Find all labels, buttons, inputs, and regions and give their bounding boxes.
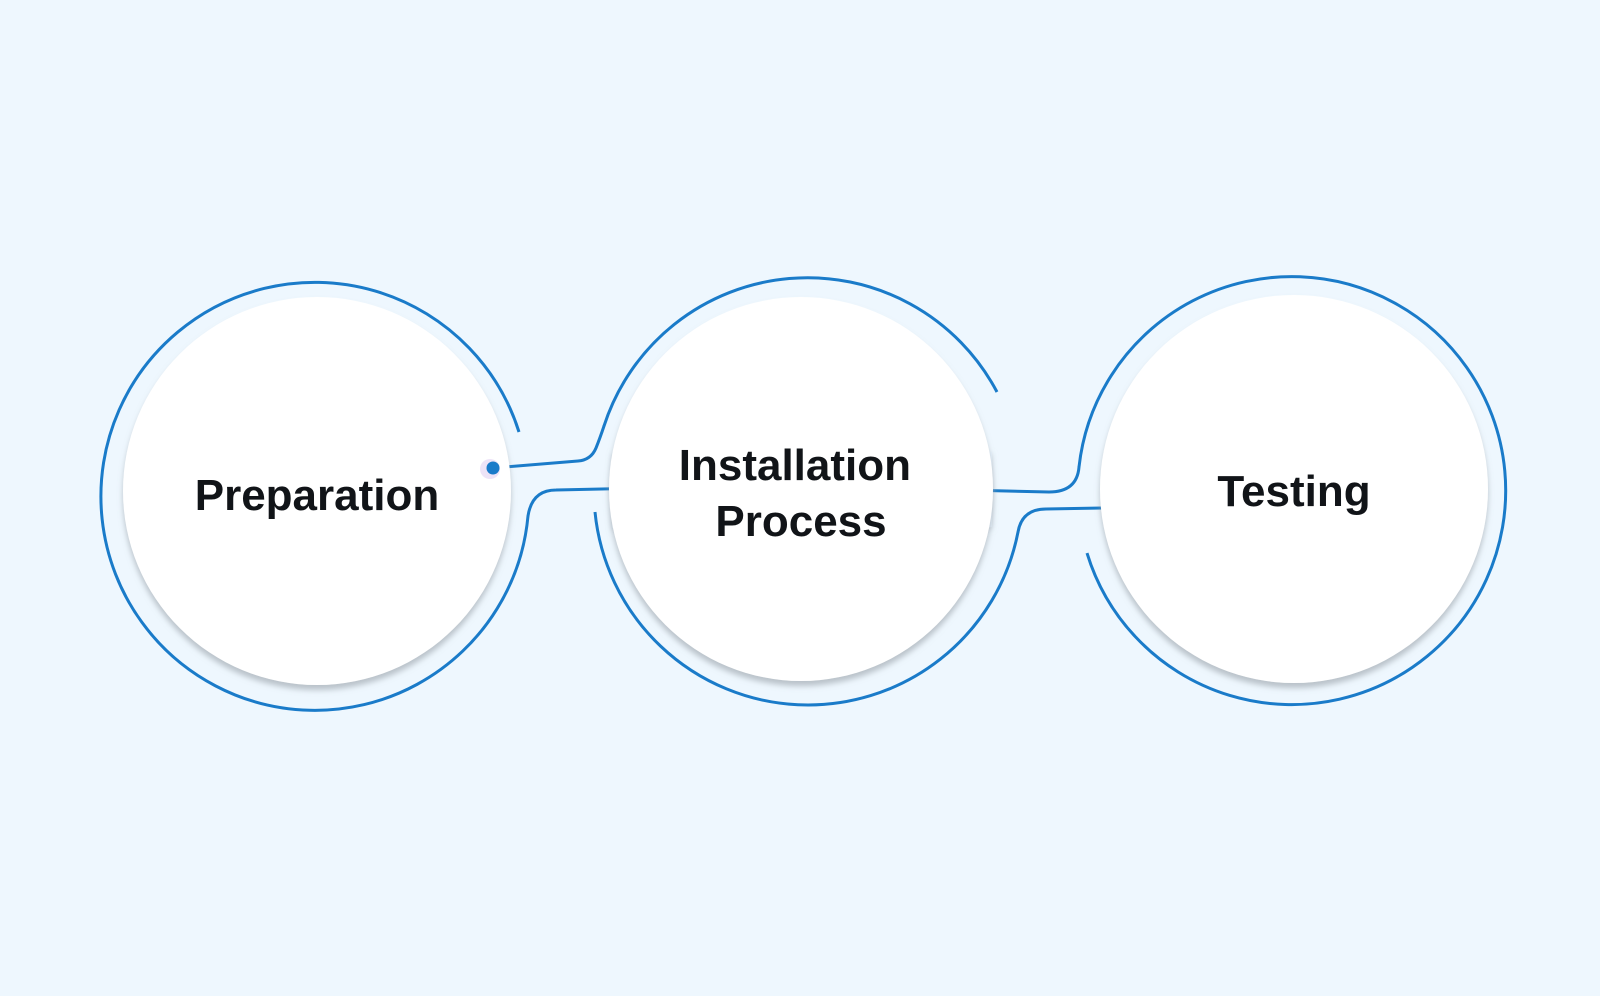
preparation-label: Preparation — [195, 471, 440, 520]
testing-ring — [1077, 275, 1508, 707]
node-labels: Preparation Installation Process Testing — [195, 441, 1371, 546]
testing-label: Testing — [1217, 467, 1370, 516]
installation-label-line-2: Process — [715, 497, 886, 546]
outline-rings — [99, 275, 1508, 712]
testing-label-line: Testing — [1217, 467, 1370, 516]
testing-node[interactable] — [1100, 295, 1488, 683]
installation-label-line-1: Installation — [679, 441, 911, 490]
node-discs — [123, 295, 1488, 685]
connector-testing-to-installation — [963, 465, 1081, 494]
preparation-node[interactable] — [123, 297, 511, 685]
preparation-label-line: Preparation — [195, 471, 440, 520]
start-marker — [480, 459, 500, 479]
installation-ring-bottom — [593, 511, 1020, 707]
connector-installation-to-testing — [1016, 506, 1104, 534]
installation-ring-top — [602, 276, 999, 427]
installation-label: Installation Process — [679, 441, 923, 546]
installation-node[interactable] — [609, 297, 993, 681]
preparation-ring — [99, 280, 530, 712]
connector-preparation-out — [491, 424, 606, 470]
connector-into-installation — [526, 486, 647, 518]
start-dot — [486, 461, 500, 475]
